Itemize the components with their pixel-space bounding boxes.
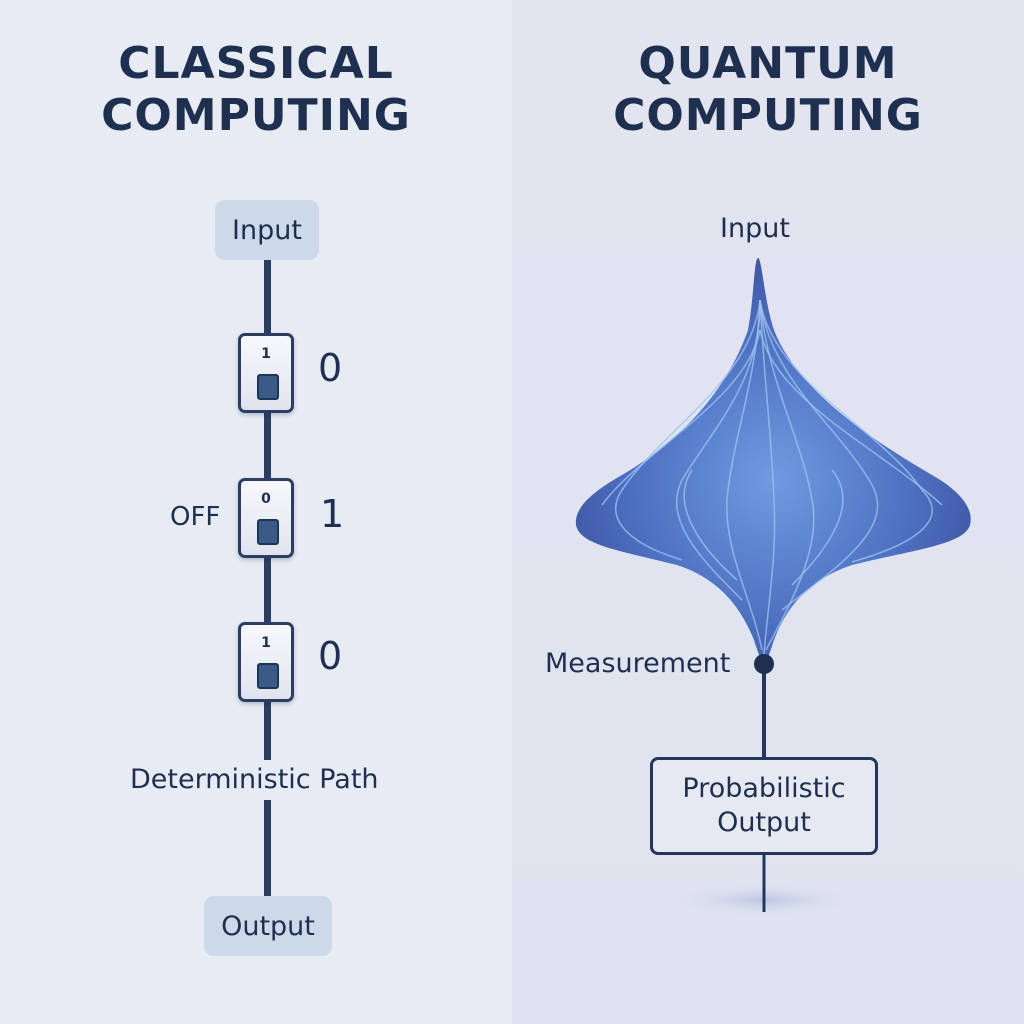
switch-knob: [257, 374, 279, 400]
bit-value: 1: [320, 492, 345, 536]
switch-state-label: 1: [261, 346, 271, 362]
measurement-point-icon: [754, 654, 774, 674]
classical-output-node: Output: [204, 896, 332, 956]
output-box-line2: Output: [717, 807, 811, 838]
classical-title: CLASSICAL COMPUTING: [0, 38, 512, 142]
quantum-title: QUANTUM COMPUTING: [512, 38, 1024, 142]
quantum-title-line2: COMPUTING: [613, 90, 923, 141]
quantum-input-label: Input: [720, 213, 790, 244]
bit-switch: 0: [238, 478, 294, 558]
deterministic-path-label: Deterministic Path: [130, 764, 379, 795]
classical-output-label: Output: [221, 910, 315, 942]
output-box-line1: Probabilistic: [682, 773, 846, 804]
switch-knob: [257, 519, 279, 545]
quantum-title-line1: QUANTUM: [638, 38, 898, 89]
switch-state-label: 1: [261, 635, 271, 651]
switch-knob: [257, 663, 279, 689]
measurement-label: Measurement: [545, 648, 731, 679]
classical-title-line2: COMPUTING: [101, 90, 411, 141]
bit-value: 0: [318, 346, 343, 390]
wave-body: [575, 258, 971, 662]
path-label-backing: [255, 760, 281, 800]
classical-title-line1: CLASSICAL: [118, 38, 394, 89]
wave-streamlines: [601, 299, 943, 656]
classical-input-label: Input: [232, 214, 302, 246]
classical-wire: [264, 258, 271, 898]
probabilistic-output-box: Probabilistic Output: [650, 757, 878, 855]
bit-switch: 1: [238, 333, 294, 413]
bit-value: 0: [318, 634, 343, 678]
bit-switch: 1: [238, 622, 294, 702]
switch-state-label: 0: [261, 491, 271, 507]
quantum-wavefunction: [575, 258, 971, 918]
classical-input-node: Input: [215, 200, 319, 260]
switch-side-label: OFF: [170, 502, 221, 532]
